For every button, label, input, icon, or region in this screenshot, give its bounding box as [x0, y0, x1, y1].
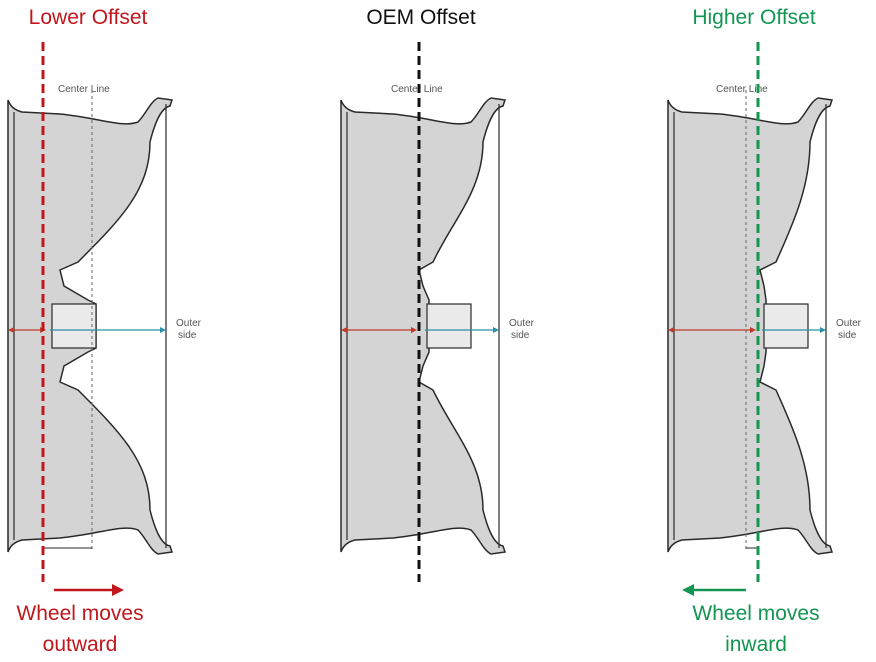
center-line-label: Center Line [716, 84, 768, 95]
caption-line2: outward [42, 633, 118, 656]
direction-arrow-head [112, 584, 124, 596]
outer-side-label-line2: side [838, 330, 857, 341]
hub-mount [426, 303, 472, 349]
outer-arrow-head-right [820, 327, 826, 333]
outer-side-label-line2: side [178, 330, 197, 341]
wheel-cross-section-diagram: Center Line Outer side [667, 42, 862, 596]
wheel-profile: Center Line Outer side [340, 84, 535, 555]
wheel-cross-section-diagram: Center Line Outer side [7, 42, 202, 596]
caption-line1: Wheel moves [692, 602, 820, 625]
panel-title: OEM Offset [366, 6, 476, 29]
panel-higher-offset: Center Line Outer side Higher Offset Whe… [660, 0, 876, 662]
outer-side-label-line2: side [511, 330, 530, 341]
wheel-cross-section-diagram: Center Line Outer side [340, 42, 535, 582]
panel-title: Higher Offset [692, 6, 816, 29]
caption-line2: inward [725, 633, 787, 656]
center-line-label: Center Line [391, 84, 443, 95]
panel-oem-offset: Center Line Outer side OEM Offset [333, 0, 625, 662]
caption: Wheel moves outward [16, 598, 143, 660]
outer-side-label-line1: Outer [509, 318, 535, 329]
outer-side-label-line1: Outer [836, 318, 862, 329]
wheel-profile: Center Line Outer side [7, 84, 202, 555]
outer-arrow-head-right [493, 327, 499, 333]
panel-title: Lower Offset [28, 6, 148, 29]
inner-arrow-head-left [341, 327, 347, 333]
center-line-label: Center Line [58, 84, 110, 95]
panel-lower-offset: Center Line Outer side Lower Offset Whee… [0, 0, 292, 662]
outer-arrow-head-right [160, 327, 166, 333]
inner-arrow-head-left [668, 327, 674, 333]
inner-arrow-head-left [8, 327, 14, 333]
hub-mount [763, 303, 809, 349]
direction-arrow-head [682, 584, 694, 596]
hub-mount [51, 303, 97, 349]
caption: Wheel moves inward [692, 598, 819, 660]
inner-arrow-head-right [411, 327, 417, 333]
wheel-profile: Center Line Outer side [667, 84, 862, 555]
caption-line1: Wheel moves [16, 602, 144, 625]
rim-profile [340, 97, 506, 555]
outer-side-label-line1: Outer [176, 318, 202, 329]
inner-arrow-head-right [750, 327, 756, 333]
